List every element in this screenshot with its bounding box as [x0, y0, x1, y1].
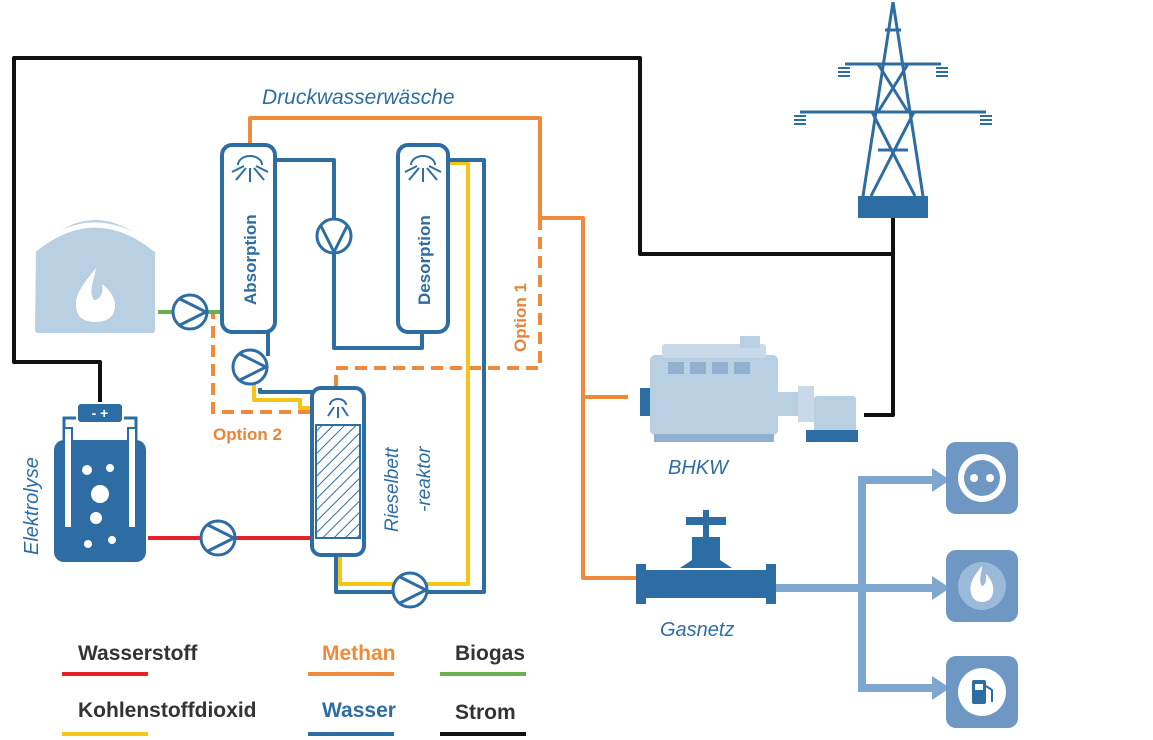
- spray-icon: [404, 155, 442, 182]
- absorption-column: Absorption: [220, 143, 277, 334]
- co2-line-reactor: [252, 372, 312, 410]
- absorption-label: Absorption: [241, 214, 260, 305]
- power-lines: [12, 56, 895, 417]
- spray-icon: [231, 155, 269, 182]
- water-line-top: [275, 158, 336, 220]
- pump-icon: [315, 217, 353, 256]
- legend-wasserstoff-label: Wasserstoff: [78, 642, 198, 665]
- water-line-mid: [332, 252, 424, 350]
- rieselbett-label: Rieselbett: [382, 447, 403, 532]
- co2-line-desorption: [338, 161, 470, 586]
- desorption-column: Desorption: [396, 143, 450, 334]
- water-lines: [258, 158, 486, 594]
- desorption-label: Desorption: [415, 215, 434, 305]
- pylon-base: [858, 196, 928, 218]
- power-socket-icon: [946, 442, 1018, 514]
- reaktor-label: -reaktor: [414, 446, 435, 512]
- rieselbett-reactor: [310, 386, 366, 557]
- electrolyzer-icon: - +: [54, 404, 146, 562]
- fuel-pump-icon: [946, 656, 1018, 728]
- chp-engine-icon: [628, 330, 864, 456]
- legend-kohlenstoffdioxid-label: Kohlenstoffdioxid: [78, 699, 256, 722]
- option1-label: Option 1: [511, 283, 530, 352]
- elektrolyse-label: Elektrolyse: [21, 457, 43, 555]
- legend-methan-label: Methan: [322, 642, 396, 665]
- gas-grid-output: [775, 476, 936, 692]
- legend-strom-label: Strom: [455, 701, 516, 724]
- bhkw-label: BHKW: [668, 457, 730, 479]
- pump-icon: [391, 571, 430, 609]
- water-line-reactor-out: [334, 555, 392, 594]
- pump-icon: [171, 293, 210, 331]
- co2-lines: [252, 161, 470, 586]
- pump-icon: [231, 348, 270, 386]
- power-pylon-icon: [794, 1, 992, 197]
- gas-grid-arrows: [932, 468, 950, 700]
- option1-line: [334, 218, 542, 388]
- biogas-tank-icon: [32, 220, 158, 333]
- spray-icon: [327, 398, 349, 418]
- terminal-label: - +: [92, 405, 109, 421]
- legend-biogas-label: Biogas: [455, 642, 525, 665]
- gasnetz-label: Gasnetz: [660, 619, 734, 641]
- druckwasserwaesche-label: Druckwasserwäsche: [262, 86, 455, 109]
- flame-icon: [946, 550, 1018, 622]
- gas-grid-valve-icon: [636, 510, 776, 604]
- option2-label: Option 2: [213, 425, 282, 444]
- water-line-return: [428, 158, 486, 594]
- pump-icon: [199, 519, 238, 557]
- legend-wasser-label: Wasser: [322, 699, 396, 722]
- legend: Wasserstoff Kohlenstoffdioxid Methan Was…: [62, 642, 526, 736]
- power-line-main: [12, 56, 893, 402]
- power-line-pylon: [856, 218, 895, 417]
